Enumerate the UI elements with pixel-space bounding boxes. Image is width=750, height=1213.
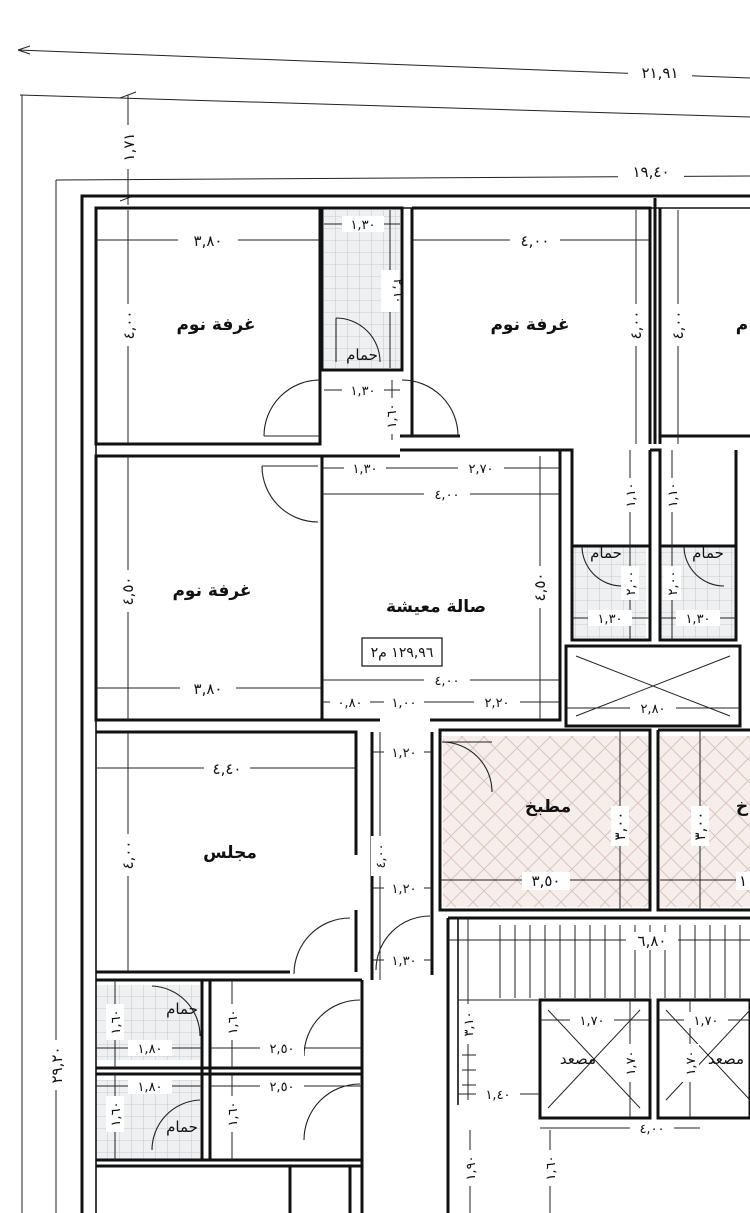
dim-kitchen-h: ٣,٠٠ <box>611 812 629 841</box>
dim-seg-c: ٢,٢٠ <box>484 696 509 711</box>
room-kitchen: مطبخ <box>525 797 571 817</box>
room-bedroom-3: غرفة نوم <box>172 581 251 601</box>
room-bedroom-partial: م <box>736 315 748 335</box>
dim-bottom-2: ١,٦٠ <box>544 1155 559 1180</box>
dim-seg-a: ٠,٨٠ <box>337 696 362 711</box>
room-bath-mid: حمام <box>590 544 622 562</box>
dim-hall-2: ١,٢٠ <box>391 882 416 897</box>
room-bath-b2: حمام <box>166 1118 198 1136</box>
dim-kitchen2-w: ١ <box>739 872 747 890</box>
dim-elev-w2: ١,٧٠ <box>693 1014 718 1029</box>
dim-corr-h: ١,٦٠ <box>385 403 400 428</box>
dim-hall-h: ٤,٠٠ <box>374 843 389 868</box>
dim-total-height: ٢٩,٢٠ <box>48 1047 66 1084</box>
dim-elev-w1: ١,٧٠ <box>579 1014 604 1029</box>
room-bath-b1: حمام <box>166 1000 198 1018</box>
dim-landing-w: ١,٤٠ <box>485 1088 510 1103</box>
dim-stair-w: ٦,٨٠ <box>638 932 667 950</box>
dim-bath-mid-h2: ١,١٠ <box>666 482 681 507</box>
dim-living-w: ٤,٠٠ <box>434 488 459 503</box>
dim-bath-top-h: ٢,٦٠ <box>390 278 405 303</box>
room-bath-top: حمام <box>346 346 378 364</box>
doors <box>151 317 725 1151</box>
room-living: صالة معيشة <box>386 597 486 617</box>
dim-living-h: ٤,٥٠ <box>531 573 549 602</box>
dim-setback: ١,٧١ <box>120 133 138 162</box>
dim-kitchen-w: ٣,٥٠ <box>532 872 561 890</box>
living-area: ١٢٩,٩٦ م٢ <box>371 645 434 661</box>
dim-bath-b1-h: ١,٦٠ <box>109 1009 124 1034</box>
dim-bath-mid-h: ١,١٠ <box>624 482 639 507</box>
dim-living-top-w: ٢,٧٠ <box>468 462 493 477</box>
dim-majlis-h: ٤,٠٠ <box>119 841 137 870</box>
dim-bath-b2-h2: ١,٦٠ <box>226 1101 241 1126</box>
dim-bath-b1-h2: ١,٦٠ <box>226 1009 241 1034</box>
living-area-box <box>361 637 443 667</box>
dim-seg-b: ١,٠٠ <box>391 696 416 711</box>
dim-bottom-1: ١,٩٠ <box>464 1155 479 1180</box>
dim-bath-mid-w2: ١,٣٠ <box>685 612 710 627</box>
dim-bed-left-h: ٤,٥٠ <box>119 577 137 606</box>
dim-room-b2-w: ٢,٥٠ <box>269 1080 294 1095</box>
dim-bed2-w: ٤,٠٠ <box>521 232 550 250</box>
dim-stair-h: ٣,١٠ <box>462 1011 477 1036</box>
dim-bath-mid-w: ١,٣٠ <box>597 612 622 627</box>
dim-bath-mid-dim2: ٢,٠٠ <box>666 570 681 595</box>
dim-bed3-h: ٤,٠٠ <box>669 311 687 340</box>
dim-bed1-w: ٣,٨٠ <box>194 232 223 250</box>
dim-bed1-h: ٤,٠٠ <box>120 311 138 340</box>
dimension-labels: ٣,٨٠ ٤,٠٠ ١,٣٠ ٢,٦٠ ١,٣٠ ١,٦٠ ٤,٠٠ ٤,٠٠ … <box>106 216 750 1186</box>
dim-top-width: ٢١,٩١ <box>642 64 679 82</box>
dim-living-bot-w: ٤,٠٠ <box>434 674 459 689</box>
room-elevator-2: مصعد <box>708 1050 744 1068</box>
dim-room-b1-w: ٢,٥٠ <box>269 1042 294 1057</box>
dim-bath-top-w: ١,٣٠ <box>350 218 375 233</box>
dim-bed2-h: ٤,٠٠ <box>627 311 645 340</box>
dim-landing-w2: ٤,٠٠ <box>639 1122 664 1137</box>
dim-majlis-w: ٤,٤٠ <box>213 760 242 778</box>
dim-corr2-w: ١,٣٠ <box>352 462 377 477</box>
dim-corr-w: ١,٣٠ <box>350 384 375 399</box>
dim-hall-1: ١,٢٠ <box>391 746 416 761</box>
dim-kitchen2-h: ٣,٠٠ <box>691 812 709 841</box>
dim-elev-h2: ١,٧٠ <box>684 1050 699 1075</box>
room-bedroom-1: غرفة نوم <box>176 315 255 335</box>
room-elevator-1: مصعد <box>560 1050 596 1068</box>
dim-bath-b1-w: ١,٨٠ <box>137 1042 162 1057</box>
room-majlis: مجلس <box>203 843 257 863</box>
room-bedroom-2: غرفة نوم <box>490 315 569 335</box>
dim-inner-width: ١٩,٤٠ <box>633 163 670 181</box>
dim-bath-mid-dim: ٢,٠٠ <box>624 570 639 595</box>
dim-hall-3: ١,٣٠ <box>391 954 416 969</box>
dim-elev-h1: ١,٧٠ <box>624 1050 639 1075</box>
dim-bed-left-w: ٣,٨٠ <box>194 680 223 698</box>
room-bath-mid2: حمام <box>692 544 724 562</box>
room-kitchen-partial: خ <box>736 797 749 817</box>
dim-bath-b2-h: ١,٦٠ <box>109 1101 124 1126</box>
dim-shaft-w: ٢,٨٠ <box>640 702 665 717</box>
dim-bath-b2-w: ١,٨٠ <box>137 1080 162 1095</box>
